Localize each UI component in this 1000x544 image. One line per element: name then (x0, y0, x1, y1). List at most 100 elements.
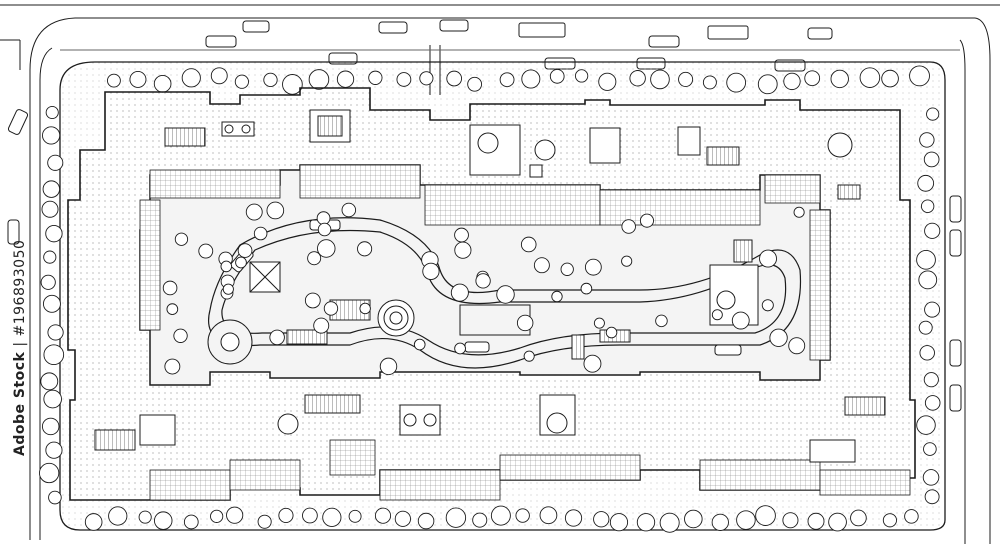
tree (304, 292, 321, 309)
tree (307, 251, 322, 266)
tree (235, 256, 247, 269)
tree (302, 507, 318, 524)
tree (43, 344, 65, 366)
tree (263, 72, 278, 88)
watermark-label: Adobe Stock (12, 351, 28, 456)
tree (266, 201, 285, 220)
tree (445, 507, 467, 528)
tree (521, 69, 541, 89)
tree (678, 71, 694, 87)
tree (574, 69, 589, 83)
tree (107, 73, 121, 88)
tree (919, 345, 935, 361)
tree (129, 70, 147, 88)
tree (828, 512, 847, 532)
tree (396, 72, 412, 87)
tree (164, 358, 181, 375)
tree (924, 489, 940, 505)
tree (881, 69, 899, 88)
tree (923, 151, 940, 168)
tree (446, 70, 463, 87)
tree (655, 314, 668, 328)
tree (472, 512, 488, 528)
tree (222, 283, 234, 295)
tree (583, 354, 602, 373)
tree (41, 200, 59, 218)
tree (41, 417, 60, 436)
tree (560, 262, 574, 276)
tree (42, 294, 61, 313)
tree (348, 509, 362, 523)
tree (45, 224, 63, 243)
tree (210, 509, 224, 523)
tree (47, 154, 64, 171)
tree (539, 506, 558, 525)
tree (726, 72, 747, 93)
tree (166, 303, 179, 315)
tree (162, 280, 178, 296)
tree (782, 512, 799, 529)
tree (40, 372, 59, 391)
tree (788, 337, 806, 355)
tree (918, 270, 938, 290)
tree (40, 274, 56, 290)
tree (916, 415, 936, 435)
tree (467, 76, 483, 92)
tree (394, 510, 411, 527)
tree (918, 320, 933, 335)
tree (245, 203, 263, 221)
tree (523, 350, 535, 362)
tree (419, 71, 434, 86)
tree (422, 262, 440, 280)
tree (804, 70, 821, 87)
tree (920, 199, 935, 213)
tree (317, 239, 336, 258)
tree (850, 509, 867, 527)
tree (210, 67, 228, 85)
tree (138, 510, 152, 524)
tree (475, 273, 491, 289)
tree (220, 260, 233, 273)
tree (43, 389, 62, 409)
tree (48, 490, 62, 505)
tree (593, 317, 605, 329)
street-network (0, 4, 1000, 544)
tree (253, 226, 268, 241)
stock-watermark: Adobe Stock | #196893050 (12, 240, 28, 456)
tree (564, 509, 583, 527)
tree (43, 250, 57, 264)
tree (359, 302, 371, 315)
tree (757, 74, 778, 95)
tree (336, 70, 355, 88)
tree (924, 222, 941, 239)
watermark-separator: | (12, 341, 28, 347)
tree (45, 441, 63, 459)
tree (316, 211, 331, 226)
tree (593, 511, 610, 528)
tree (904, 509, 919, 524)
tree (924, 395, 941, 411)
tree (923, 442, 937, 456)
tree (711, 309, 723, 321)
tree (659, 512, 680, 533)
facade-strips (139, 164, 911, 501)
tree (755, 505, 776, 526)
tree (636, 513, 656, 532)
tree (650, 69, 670, 90)
tree (278, 507, 294, 523)
rooftop-details (94, 109, 886, 463)
tree (580, 282, 593, 295)
tree (153, 74, 172, 93)
tree (515, 508, 530, 523)
tree (919, 132, 935, 148)
tree (711, 513, 729, 531)
tree (341, 202, 357, 218)
tree (322, 507, 342, 527)
tree (922, 469, 940, 486)
tree (374, 507, 392, 524)
tree (38, 462, 60, 484)
tree (42, 126, 61, 145)
tree (237, 243, 253, 258)
